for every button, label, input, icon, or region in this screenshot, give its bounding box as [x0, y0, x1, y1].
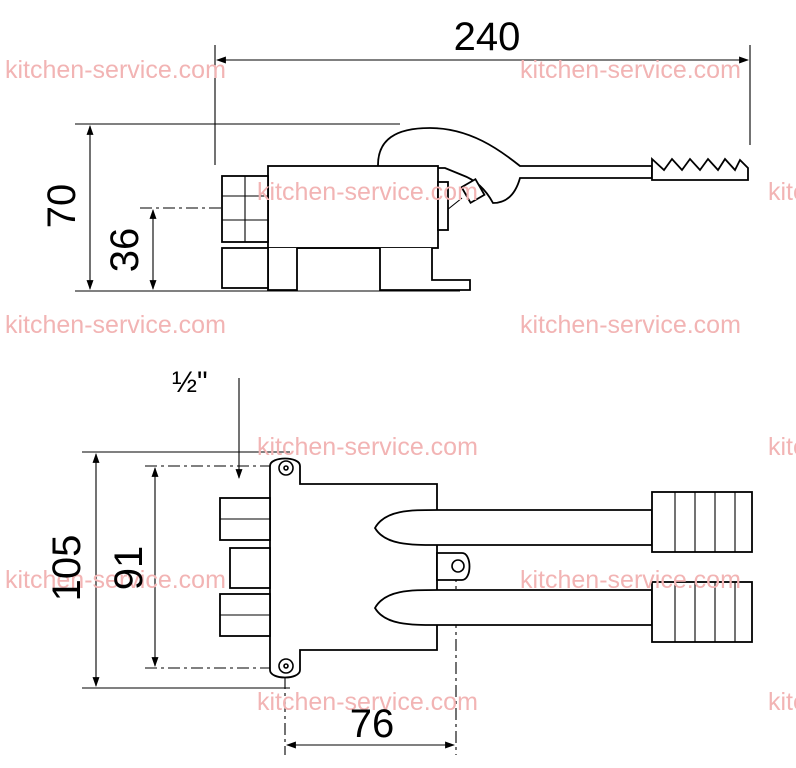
side-view: [75, 45, 751, 292]
watermark-text: kitchen-service.com: [768, 433, 796, 461]
dimension-inlet-height: 36: [103, 228, 147, 273]
dimension-labels: 240 70 36 ½" 105 91 76: [40, 15, 520, 746]
watermark-text: kitchen-service.com: [520, 311, 741, 339]
top-view: [82, 378, 753, 755]
dimension-height: 70: [40, 184, 84, 229]
watermark-text: kitchen-service.com: [257, 433, 478, 461]
dimension-thread: ½": [172, 366, 208, 399]
dimension-width: 105: [45, 535, 89, 602]
watermark-text: kitchen-service.com: [5, 56, 226, 84]
dimension-overall-length: 240: [454, 15, 521, 59]
watermark-text: kitchen-service.com: [768, 688, 796, 716]
watermark-text: kitchen-service.com: [768, 178, 796, 206]
watermark-text: kitchen-service.com: [257, 178, 478, 206]
dimension-depth: 76: [350, 702, 395, 746]
watermark-text: kitchen-service.com: [257, 688, 478, 716]
watermark-text: kitchen-service.com: [5, 311, 226, 339]
watermark-text: kitchen-service.com: [520, 56, 741, 84]
watermark-text: kitchen-service.com: [520, 566, 741, 594]
watermarks: kitchen-service.com kitchen-service.com …: [5, 56, 796, 716]
watermark-text: kitchen-service.com: [5, 566, 226, 594]
dimension-mount-spacing: 91: [107, 546, 151, 591]
